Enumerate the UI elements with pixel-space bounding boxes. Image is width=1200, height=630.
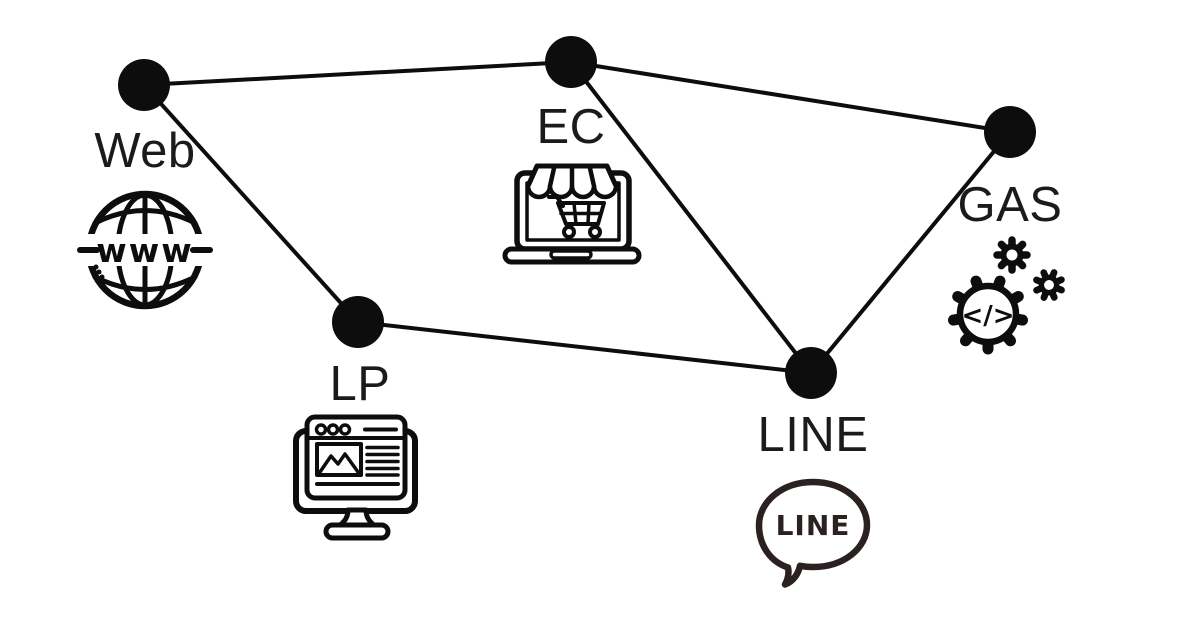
edge-web-lp [142, 83, 360, 324]
edge-gas-line [809, 130, 1012, 375]
nodes [118, 36, 1036, 399]
small-gear-top [993, 236, 1031, 274]
big-gear: </> [948, 275, 1028, 355]
line-bubble-text: LINE [776, 509, 851, 542]
shop-laptop-cart-icon [502, 163, 642, 265]
node-label-lp: LP [329, 357, 391, 411]
node-gas [984, 106, 1036, 158]
landing-page-monitor-icon [293, 414, 418, 541]
line-chat-bubble-icon: LINE [755, 478, 871, 588]
node-label-gas: GAS [957, 178, 1063, 232]
globe-stitch-dot [96, 269, 102, 275]
edge-ec-gas [570, 60, 1011, 134]
edges [142, 60, 1012, 375]
gear-code-text: </> [961, 301, 1014, 331]
node-label-line: LINE [757, 408, 869, 462]
node-label-web: Web [94, 124, 196, 178]
small-gear-right [1033, 269, 1065, 301]
gears-code-icon: </> [948, 236, 1065, 355]
globe-stitch-dot [99, 274, 105, 280]
lp-text-lines [365, 445, 400, 477]
globe-stitch-dot [93, 264, 99, 270]
globe-www-text: www [96, 231, 193, 270]
node-line [785, 347, 837, 399]
node-lp [332, 296, 384, 348]
node-ec [545, 36, 597, 88]
edge-ec-line [569, 60, 813, 375]
node-label-ec: EC [536, 100, 606, 154]
edge-web-ec [143, 60, 572, 87]
node-web [118, 59, 170, 111]
edge-lp-line [357, 320, 812, 375]
globe-www-icon: www [75, 190, 215, 310]
